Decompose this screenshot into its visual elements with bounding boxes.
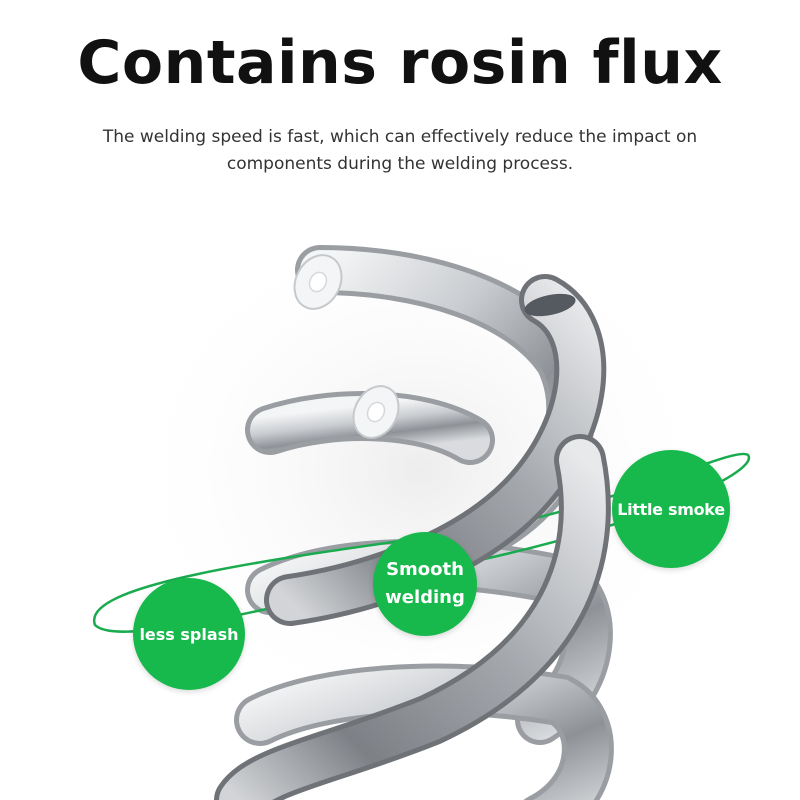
page-subtitle: The welding speed is fast, which can eff… [102, 127, 698, 174]
smooth-welding-badge: Smooth welding [373, 532, 477, 636]
less-splash-badge: less splash [133, 578, 245, 690]
wire-end-1 [293, 254, 343, 310]
page-title: Contains rosin flux [77, 28, 723, 98]
wire-end-2 [352, 385, 400, 439]
wire-end-3 [524, 293, 576, 317]
little-smoke-badge: Little smoke [612, 450, 730, 568]
